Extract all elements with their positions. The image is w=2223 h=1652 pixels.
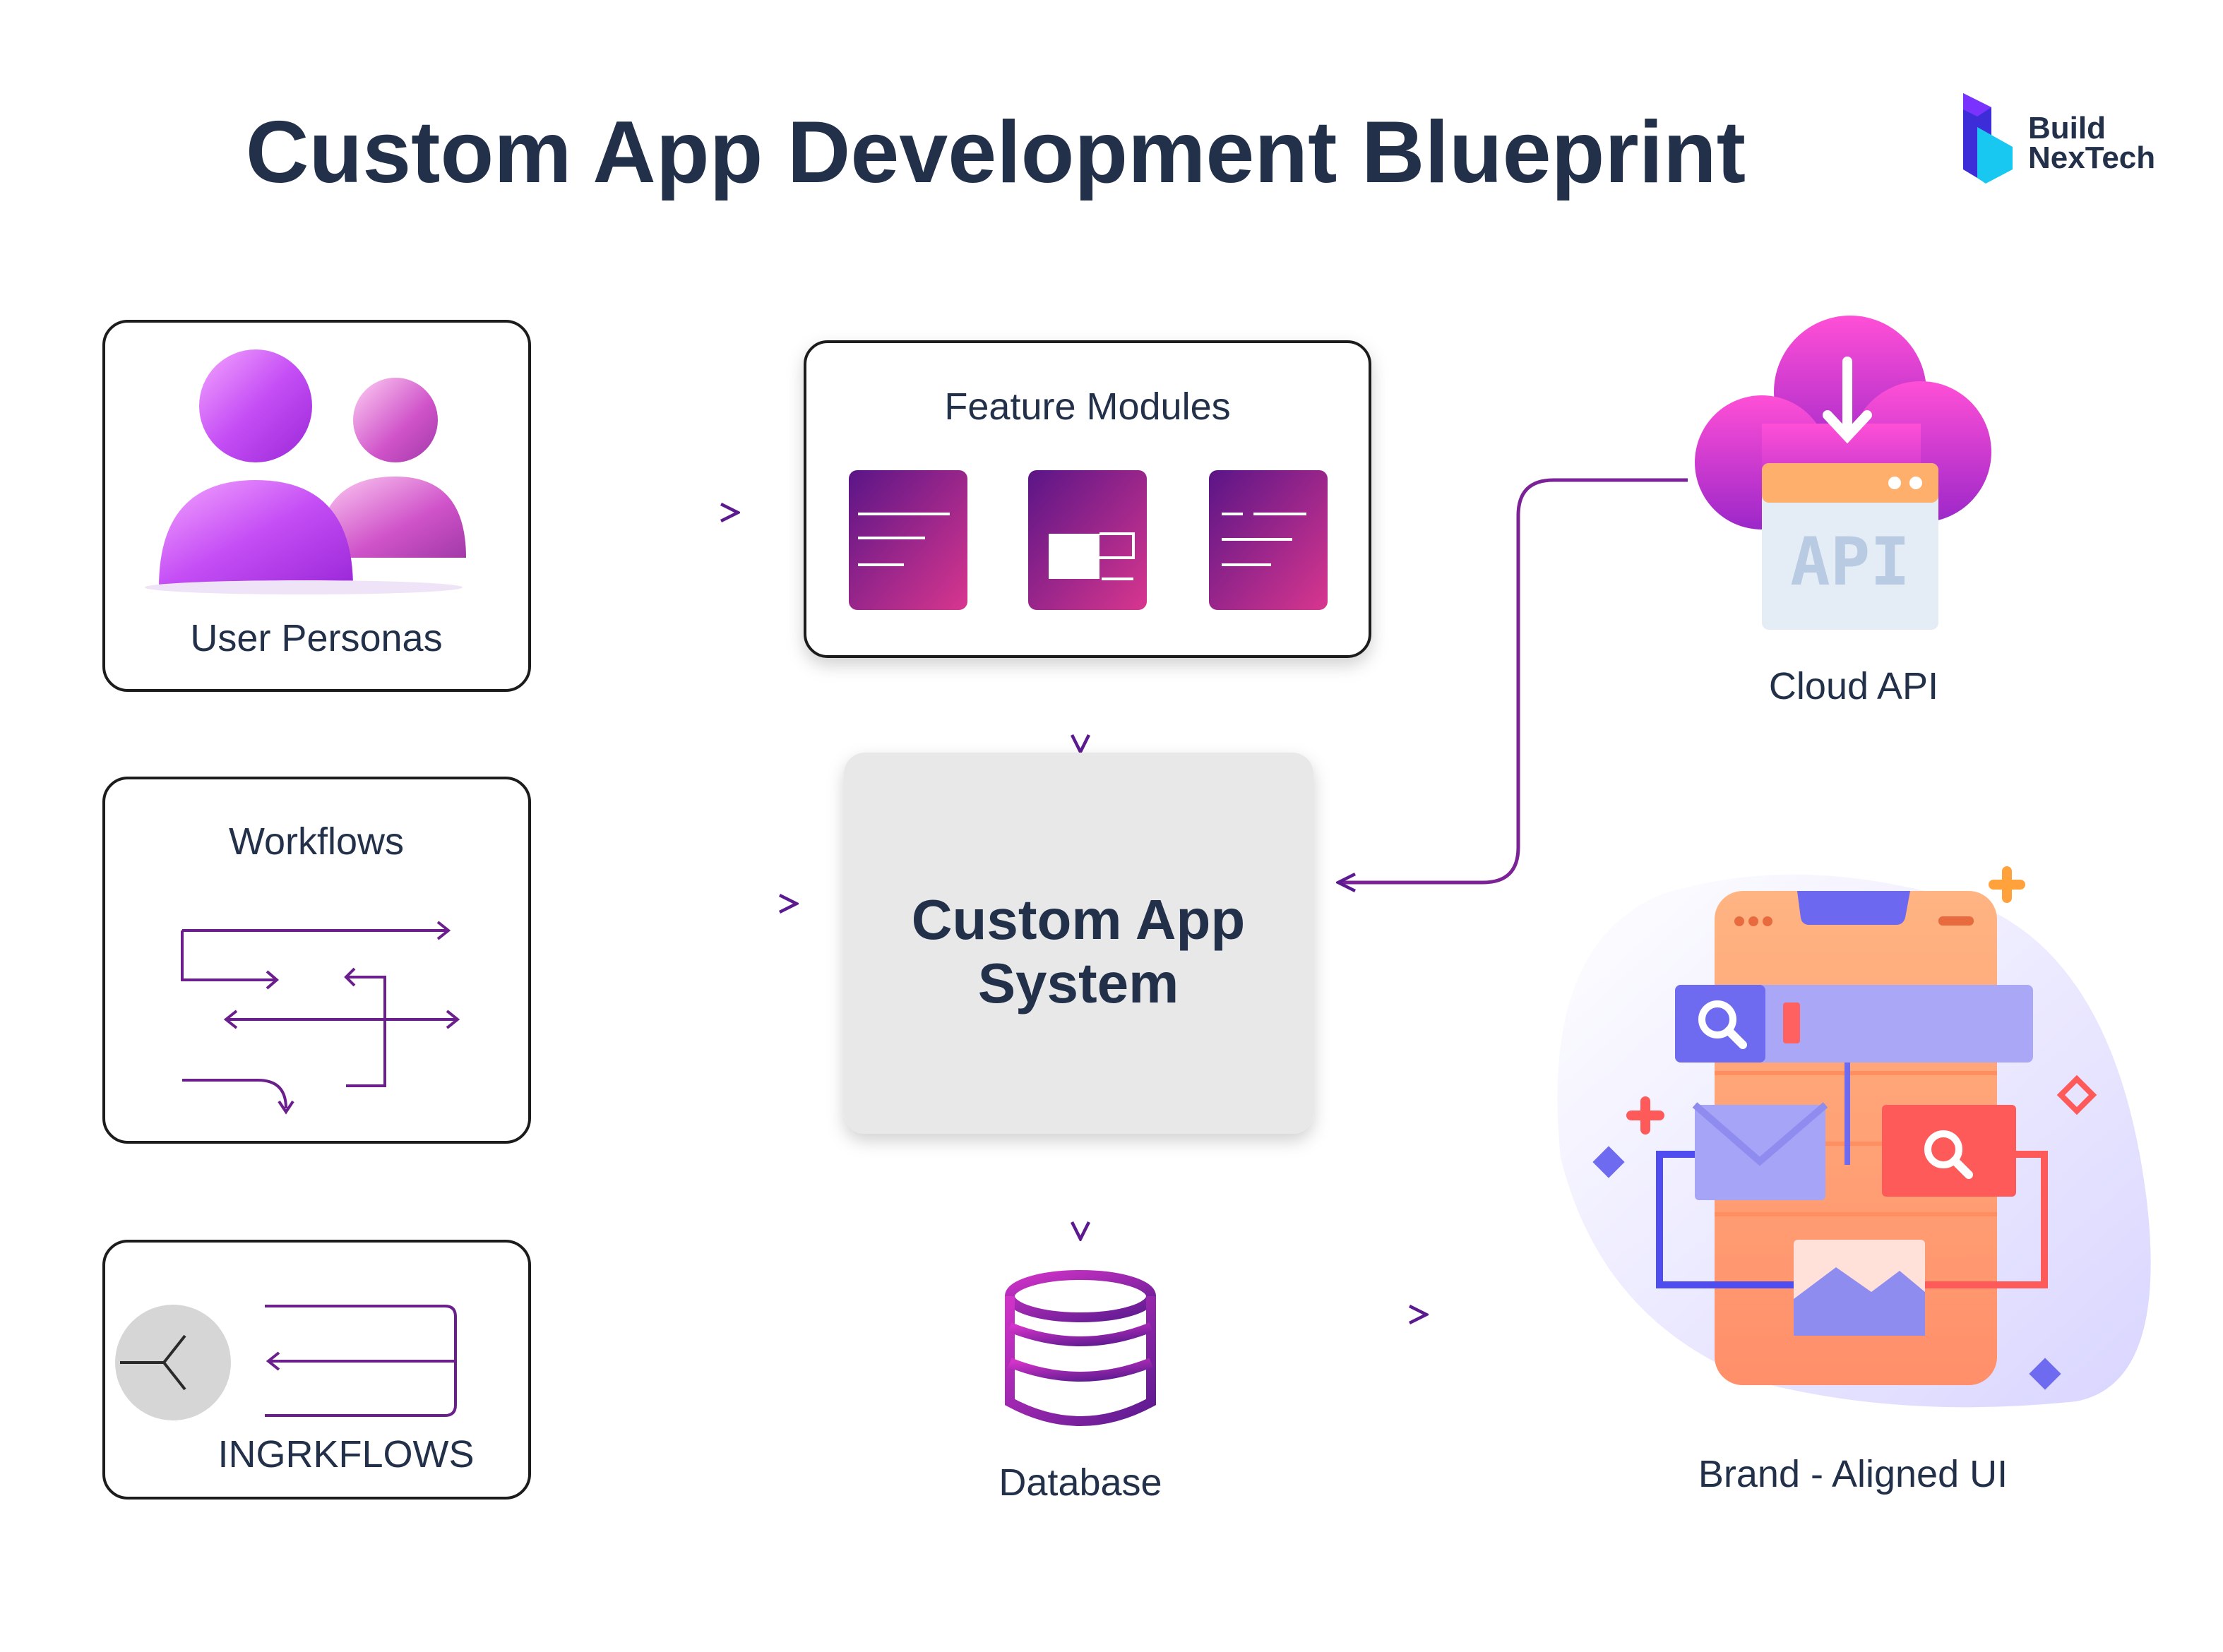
database-label: Database <box>999 1461 1162 1504</box>
ingrkflows-node[interactable]: INGRKFLOWS <box>102 1240 531 1500</box>
feature-modules-node[interactable]: Feature Modules <box>804 340 1371 658</box>
cloud-api-node[interactable]: API Cloud API <box>1695 316 1991 707</box>
ingrkflows-icon <box>115 1305 457 1420</box>
brand-aligned-ui-label: Brand - Aligned UI <box>1698 1453 2008 1495</box>
user-personas-icon <box>145 349 466 594</box>
mobile-ui-illustration <box>1557 866 2151 1408</box>
feature-modules-label: Feature Modules <box>944 385 1230 428</box>
brand-logo: Build NexTech <box>1963 93 2155 184</box>
user-personas-node[interactable]: User Personas <box>102 320 531 692</box>
workflows-node[interactable]: Workflows <box>102 777 531 1144</box>
brand-name-line2: NexTech <box>2028 140 2155 175</box>
cloud-api-label: Cloud API <box>1769 665 1938 707</box>
core-label-line2: System <box>978 952 1179 1014</box>
connectors <box>526 478 1688 1315</box>
brand-logo-icon <box>1963 93 2013 184</box>
page-title: Custom App Development Blueprint <box>246 104 1746 201</box>
ingrkflows-label: INGRKFLOWS <box>217 1433 474 1476</box>
api-badge-text: API <box>1790 524 1910 601</box>
custom-app-system-node[interactable]: Custom App System <box>844 753 1313 1134</box>
database-node[interactable]: Database <box>999 1270 1162 1504</box>
user-personas-label: User Personas <box>190 617 442 659</box>
feature-card-text-list <box>849 470 967 610</box>
feature-card-dashed-list <box>1209 470 1328 610</box>
workflow-diagram-icon <box>181 921 460 1115</box>
database-icon <box>1005 1270 1156 1426</box>
feature-card-layout <box>1028 470 1147 610</box>
edge-cloud-to-core <box>1338 478 1688 882</box>
api-window-icon: API <box>1762 463 1938 630</box>
brand-aligned-ui-node[interactable]: Brand - Aligned UI <box>1557 866 2151 1495</box>
core-label-line1: Custom App <box>912 888 1246 951</box>
workflows-label: Workflows <box>229 820 404 863</box>
brand-name-line1: Build <box>2028 111 2106 145</box>
